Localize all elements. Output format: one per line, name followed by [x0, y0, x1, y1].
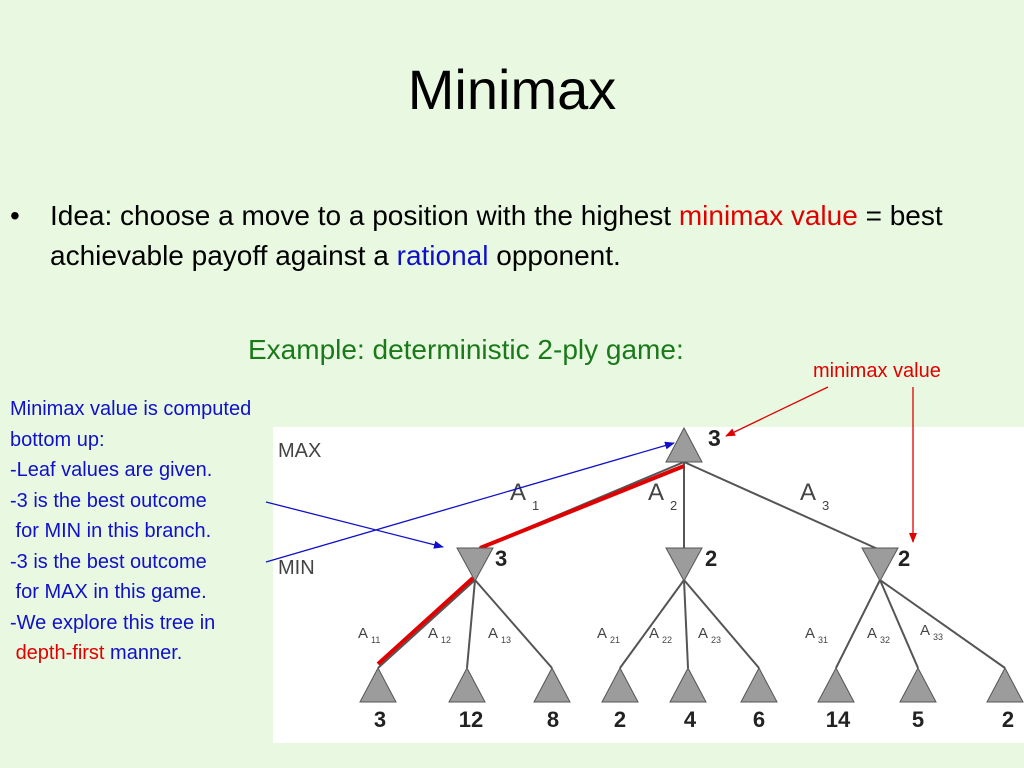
note-line-2: bottom up: — [10, 428, 105, 451]
leaf-node-5 — [669, 666, 707, 703]
edge-min2-leaf2 — [683, 579, 689, 669]
note-line-4: -3 is the best outcome — [10, 489, 207, 512]
leaf-node-9 — [986, 666, 1024, 703]
minimax-value-annotation: minimax value — [813, 360, 941, 382]
explanation-notes: Minimax value is computed bottom up: -Le… — [10, 394, 280, 669]
min-value-1: 3 — [495, 546, 507, 571]
edge-min1-leaf3 — [474, 579, 553, 669]
max-level-label: MAX — [278, 440, 321, 462]
example-heading: Example: deterministic 2-ply game: — [248, 334, 684, 365]
note-line-8: -We explore this tree in — [10, 611, 216, 634]
edge-min3-leaf2 — [879, 579, 919, 669]
min-value-2: 2 — [705, 546, 717, 571]
min-value-3: 2 — [898, 546, 910, 571]
note-line-6: -3 is the best outcome — [10, 550, 207, 573]
idea-text-part3: opponent. — [488, 240, 621, 271]
note-arrow-to-root — [265, 441, 675, 563]
leaf-node-7 — [817, 666, 855, 703]
note-line-3: -Leaf values are given. — [10, 459, 213, 481]
leaf-value-6: 6 — [753, 707, 765, 732]
edge-min2-leaf3 — [683, 579, 760, 669]
slide-title: Minimax — [407, 58, 617, 121]
min-node-3 — [861, 547, 899, 583]
leaf-node-4 — [601, 666, 639, 703]
manner-text: manner. — [104, 642, 183, 664]
leaf-node-3 — [533, 666, 571, 703]
edge-min3-leaf1 — [835, 579, 881, 669]
depth-first-term: depth-first — [15, 642, 105, 664]
edge-min3-leaf3 — [879, 579, 1006, 669]
minimax-value-term: minimax value — [678, 200, 858, 231]
optimal-path-root-min1 — [479, 464, 685, 550]
edge-min1-leaf2 — [466, 579, 476, 669]
leaf-node-1 — [359, 666, 397, 703]
leaf-value-2: 12 — [459, 707, 483, 732]
min-node-1 — [456, 547, 494, 583]
rational-term: rational — [396, 240, 489, 271]
leaf-value-4: 2 — [614, 707, 626, 732]
leaf-value-8: 5 — [912, 707, 924, 732]
min-level-label: MIN — [278, 557, 315, 579]
note-arrow-to-min1 — [265, 501, 444, 549]
leaf-value-5: 4 — [684, 707, 697, 732]
edge-root-min3 — [683, 461, 881, 551]
leaf-value-1: 3 — [374, 707, 386, 732]
note-line-5: for MIN in this branch. — [10, 520, 212, 542]
note-line-7: for MAX in this game. — [10, 581, 207, 603]
bullet-dot: • — [10, 200, 20, 231]
note-line-9: depth-first manner. — [10, 638, 280, 669]
idea-text: Idea: choose a move to a position with t… — [50, 196, 990, 276]
edge-min2-leaf1 — [619, 579, 685, 669]
min-node-2 — [665, 547, 703, 583]
leaf-node-2 — [448, 666, 486, 703]
leaf-value-7: 14 — [826, 707, 851, 732]
leaf-value-3: 8 — [547, 707, 559, 732]
edge-min1-leaf1 — [377, 579, 476, 669]
minimax-arrow-to-root — [725, 386, 829, 437]
leaf-value-9: 2 — [1002, 707, 1014, 732]
leaf-node-8 — [899, 666, 937, 703]
optimal-path-min1-leaf1 — [376, 576, 475, 666]
idea-text-part2: = best achievable payoff against a — [50, 200, 943, 271]
leaf-node-6 — [740, 666, 778, 703]
note-line-1: Minimax value is computed — [10, 398, 252, 420]
max-root-node — [665, 426, 703, 463]
idea-text-part1: Idea: choose a move to a position with t… — [50, 200, 679, 231]
root-value: 3 — [708, 425, 721, 451]
